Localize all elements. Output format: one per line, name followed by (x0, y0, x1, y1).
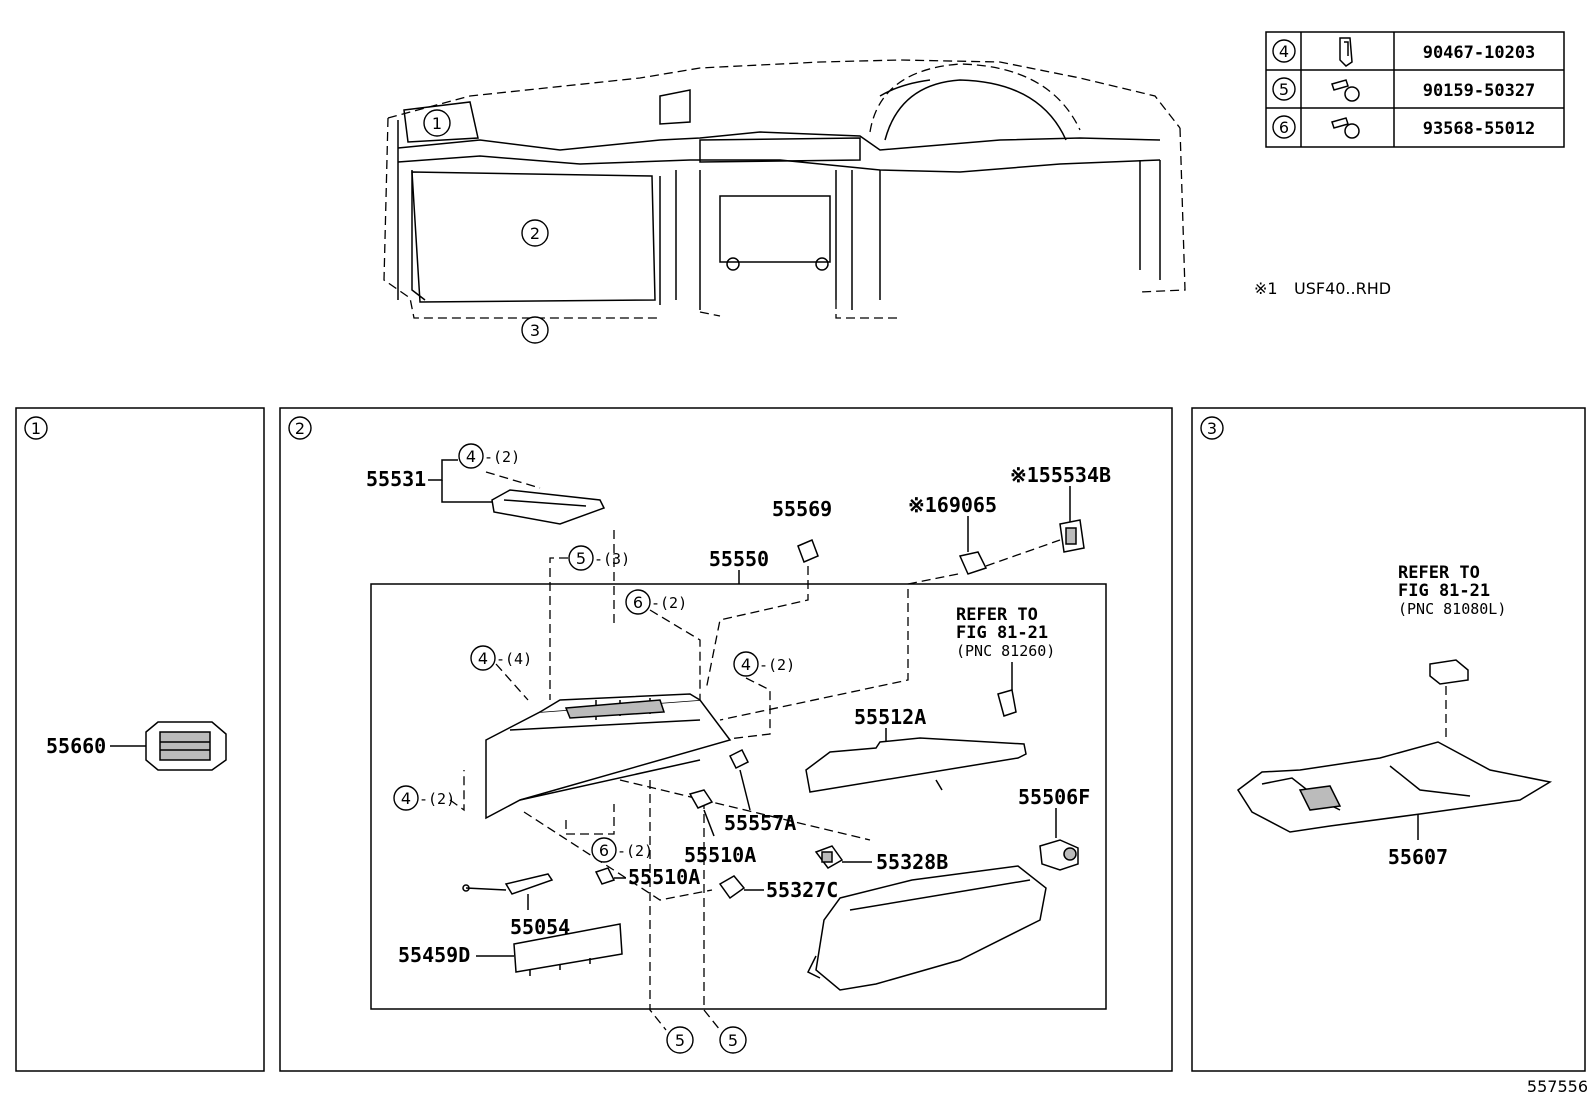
bolt-55557A-part (728, 748, 750, 770)
part-label-69065: ※169065 (908, 493, 997, 517)
svg-text:90159-50327: 90159-50327 (1423, 81, 1536, 101)
svg-text:4: 4 (1279, 42, 1289, 61)
switch-55534B-part (1059, 519, 1085, 553)
panel-1: 1 55660 (15, 407, 265, 1072)
svg-text:93568-55012: 93568-55012 (1423, 119, 1536, 139)
svg-text:-(2): -(2) (651, 594, 687, 612)
svg-text:90467-10203: 90467-10203 (1423, 43, 1536, 63)
table-row: 6 93568-55012 (1272, 115, 1536, 139)
callout-4-qty2-left: 4 -(2) (393, 785, 455, 811)
lock-55506F-part (1039, 839, 1079, 871)
svg-text:FIG 81-21: FIG 81-21 (956, 623, 1048, 643)
svg-text:-(2): -(2) (484, 448, 520, 466)
lower-panel-55607-part (1236, 741, 1553, 833)
air-vent-part (145, 721, 227, 771)
svg-text:4: 4 (466, 447, 476, 466)
clip-55569-part (797, 539, 819, 563)
glovebox-housing-part (485, 693, 732, 820)
callout-4-qty2-right: 4 -(2) (733, 651, 795, 677)
applicability-note: ※1 USF40..RHD (1254, 279, 1391, 298)
panel-2: 2 55550 55531 4 -(2) 5 -(3) 55569 (279, 407, 1173, 1072)
svg-text:5: 5 (576, 549, 586, 568)
svg-text:1: 1 (432, 114, 442, 133)
svg-text:-(2): -(2) (419, 790, 455, 808)
part-label-55506F: 55506F (1018, 785, 1090, 809)
bumper-55510A-upper-part (688, 789, 714, 809)
part-label-55550: 55550 (709, 547, 769, 571)
callout-5-qty3: 5 -(3) (568, 545, 630, 571)
svg-text:3: 3 (530, 321, 540, 340)
svg-text:REFER TO: REFER TO (1398, 563, 1480, 583)
svg-text:-(4): -(4) (496, 650, 532, 668)
glovebox-lid-55512A-part (805, 737, 1027, 793)
part-label-55557A: 55557A (724, 811, 796, 835)
glovebox-door-part (806, 865, 1047, 991)
part-label-55607: 55607 (1388, 845, 1448, 869)
panel-3: 3 REFER TO FIG 81-21 (PNC 81080L) 55607 (1191, 407, 1586, 1072)
screw-icon (1331, 79, 1360, 102)
svg-text:-(2): -(2) (617, 842, 653, 860)
svg-text:2: 2 (530, 224, 540, 243)
table-row: 4 90467-10203 (1272, 37, 1536, 67)
callout-5-bottom-right: 5 (719, 1026, 747, 1054)
svg-text:(PNC 81260): (PNC 81260) (956, 642, 1055, 660)
overview-callout-3: 3 (521, 316, 549, 344)
part-label-55510A-lower: 55510A (628, 865, 700, 889)
part-label-55327C: 55327C (766, 878, 838, 902)
damper-55328B-part (814, 845, 844, 869)
tray-part (491, 489, 606, 525)
svg-text:6: 6 (633, 593, 643, 612)
svg-text:5: 5 (1279, 80, 1289, 99)
connector-part (1429, 659, 1469, 685)
callout-4-qty4: 4 -(4) (470, 645, 532, 671)
svg-text:5: 5 (728, 1031, 738, 1050)
part-label-55510A-upper: 55510A (684, 843, 756, 867)
callout-4-qty2: 4 -(2) (458, 443, 520, 469)
refer-note-81080L: REFER TO FIG 81-21 (PNC 81080L) (1398, 563, 1506, 618)
svg-text:5: 5 (675, 1031, 685, 1050)
part-label-55660: 55660 (46, 734, 106, 758)
svg-text:USF40..RHD: USF40..RHD (1294, 279, 1391, 298)
svg-text:4: 4 (478, 649, 488, 668)
clip-icon (1339, 37, 1353, 67)
part-label-55569: 55569 (772, 497, 832, 521)
callout-6-qty2-lower: 6 -(2) (591, 837, 653, 863)
svg-text:1: 1 (31, 419, 41, 438)
refer-note-81260: REFER TO FIG 81-21 (PNC 81260) (956, 605, 1055, 660)
svg-text:REFER TO: REFER TO (956, 605, 1038, 625)
svg-text:※1: ※1 (1254, 279, 1278, 298)
connector-69065-part (958, 551, 988, 575)
svg-text:4: 4 (741, 655, 751, 674)
svg-text:-(2): -(2) (759, 656, 795, 674)
overview-callout-1: 1 (423, 109, 451, 137)
trim-strip-55459D-part (513, 923, 623, 976)
part-label-55512A: 55512A (854, 705, 926, 729)
svg-text:4: 4 (401, 789, 411, 808)
part-label-55459D: 55459D (398, 943, 470, 967)
bumper-55510A-lower-part (594, 867, 616, 885)
diagram-id: 557556 (1527, 1077, 1588, 1096)
svg-text:FIG 81-21: FIG 81-21 (1398, 581, 1490, 601)
part-label-55328B: 55328B (876, 850, 948, 874)
overview-callout-2: 2 (521, 219, 549, 247)
lamp-socket-part (997, 689, 1017, 717)
part-label-55531: 55531 (366, 467, 426, 491)
svg-text:6: 6 (599, 841, 609, 860)
svg-text:(PNC 81080L): (PNC 81080L) (1398, 600, 1506, 618)
svg-text:3: 3 (1207, 419, 1217, 438)
table-row: 5 90159-50327 (1272, 77, 1536, 102)
callout-6-qty2-upper: 6 -(2) (625, 589, 687, 615)
bolt-icon (1331, 117, 1360, 139)
clip-55327C-part (718, 875, 746, 900)
svg-text:6: 6 (1279, 118, 1289, 137)
fastener-table: 4 90467-10203 5 90159-50327 6 93568-5501 (1265, 31, 1565, 148)
svg-text:2: 2 (295, 419, 305, 438)
dashboard-overview (383, 59, 1186, 319)
lamp-wire-55054-part (462, 873, 554, 895)
callout-5-bottom-left: 5 (666, 1026, 694, 1054)
svg-text:-(3): -(3) (594, 550, 630, 568)
part-label-55534B: ※155534B (1010, 463, 1111, 487)
